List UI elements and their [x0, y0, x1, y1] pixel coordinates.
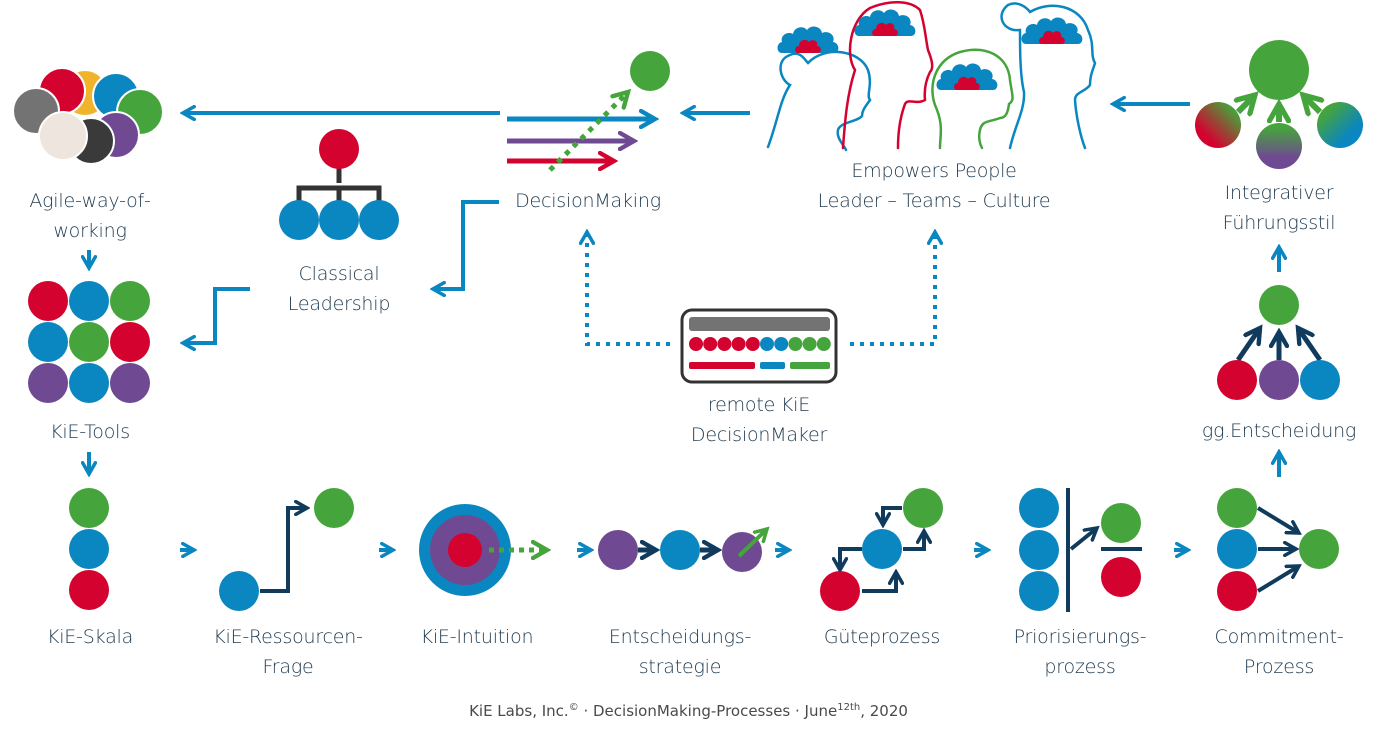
- priorisierung-icon: [1019, 488, 1142, 612]
- label-line: prozess: [1044, 656, 1116, 678]
- label-line: Leadership: [287, 293, 391, 315]
- label-line: strategie: [638, 656, 722, 678]
- label-line: gg.Entscheidung: [1201, 420, 1357, 442]
- label-line: Frage: [262, 656, 314, 678]
- label-line: working: [53, 220, 127, 242]
- footer-year: , 2020: [860, 702, 908, 720]
- gg-entscheidung-icon: [1217, 285, 1340, 400]
- remote-dot: [760, 337, 774, 351]
- label-line: Führungsstil: [1222, 212, 1336, 234]
- label-line: Classical: [298, 263, 380, 285]
- gueteprozess-icon: [820, 488, 943, 611]
- kie-intuition-icon: [419, 504, 547, 596]
- label-classical: Classical Leadership: [249, 259, 429, 319]
- people-heads-icon: [766, 1, 1097, 152]
- label-line: Entscheidungs-: [608, 626, 752, 648]
- remote-dot: [689, 337, 703, 351]
- label-agile: Agile-way-of- working: [0, 186, 180, 246]
- label-line: Integrativer: [1224, 182, 1334, 204]
- kie-ressourcen-icon: [219, 488, 354, 611]
- commitment-icon: [1217, 488, 1339, 611]
- label-line: Empowers People: [851, 160, 1017, 182]
- label-commit: Commitment- Prozess: [1179, 622, 1377, 682]
- label-line: KiE-Ressourcen-: [213, 626, 363, 648]
- kie-tools-grid-icon: [28, 281, 150, 403]
- integrative-icon: [1195, 40, 1363, 169]
- label-line: Güteprozess: [823, 626, 941, 648]
- remote-dot: [731, 337, 746, 351]
- label-skala: KiE-Skala: [0, 622, 180, 652]
- footer-separator: ·: [578, 702, 593, 720]
- arrow-classical-to-tools: [183, 287, 250, 343]
- label-intuition: KiE-Intuition: [387, 622, 567, 652]
- strategie-icon: [598, 529, 767, 572]
- label-line: remote KiE: [707, 394, 811, 416]
- dotted-arrow-remote-to-empowers: [850, 232, 935, 346]
- remote-dot: [703, 337, 718, 351]
- remote-device-icon: [680, 308, 838, 384]
- label-tools: KiE-Tools: [0, 417, 180, 447]
- brain-icon: [936, 63, 998, 90]
- footer-company: KiE Labs, Inc.: [469, 702, 569, 720]
- dotted-arrow-remote-to-decision: [587, 232, 670, 346]
- remote-dot: [717, 337, 732, 351]
- label-line: Priorisierungs-: [1013, 626, 1147, 648]
- footer-month: June: [804, 702, 838, 720]
- kie-skala-icon: [69, 488, 109, 610]
- arrow-decision-to-classical: [433, 200, 499, 289]
- label-guete: Güteprozess: [792, 622, 972, 652]
- remote-dot: [745, 337, 760, 351]
- brain-icon: [1021, 17, 1083, 44]
- copyright-mark: ©: [568, 702, 579, 713]
- label-line: Prozess: [1243, 656, 1315, 678]
- remote-dot: [788, 337, 803, 351]
- label-line: KiE-Tools: [50, 421, 130, 443]
- remote-dot: [774, 337, 789, 351]
- brain-icon: [777, 26, 839, 53]
- hierarchy-icon: [279, 129, 399, 240]
- label-line: KiE-Intuition: [420, 626, 534, 648]
- label-line: Commitment-: [1214, 626, 1344, 648]
- footer-separator: ·: [790, 702, 805, 720]
- label-remote: remote KiE DecisionMaker: [669, 390, 849, 450]
- footer-credit: KiE Labs, Inc.© · DecisionMaking-Process…: [0, 702, 1377, 720]
- label-empowers: Empowers People Leader – Teams – Culture: [780, 156, 1088, 216]
- label-integrativ: Integrativer Führungsstil: [1189, 178, 1369, 238]
- label-ressourcen: KiE-Ressourcen- Frage: [188, 622, 388, 682]
- label-gg: gg.Entscheidung: [1179, 416, 1377, 446]
- label-prior: Priorisierungs- prozess: [980, 622, 1180, 682]
- label-line: Leader – Teams – Culture: [817, 190, 1051, 212]
- footer-title: DecisionMaking-Processes: [593, 702, 791, 720]
- decisionmaking-icon: [507, 51, 670, 172]
- label-line: DecisionMaking: [515, 190, 661, 212]
- label-strategie: Entscheidungs- strategie: [580, 622, 780, 682]
- label-decisionmaking: DecisionMaking: [498, 186, 678, 216]
- label-line: DecisionMaker: [690, 424, 828, 446]
- agile-cluster-icon: [12, 67, 164, 165]
- remote-dot: [802, 337, 817, 351]
- label-line: Agile-way-of-: [29, 190, 151, 212]
- footer-day: 12th: [837, 702, 861, 713]
- label-line: KiE-Skala: [46, 626, 134, 648]
- remote-dot: [816, 337, 831, 351]
